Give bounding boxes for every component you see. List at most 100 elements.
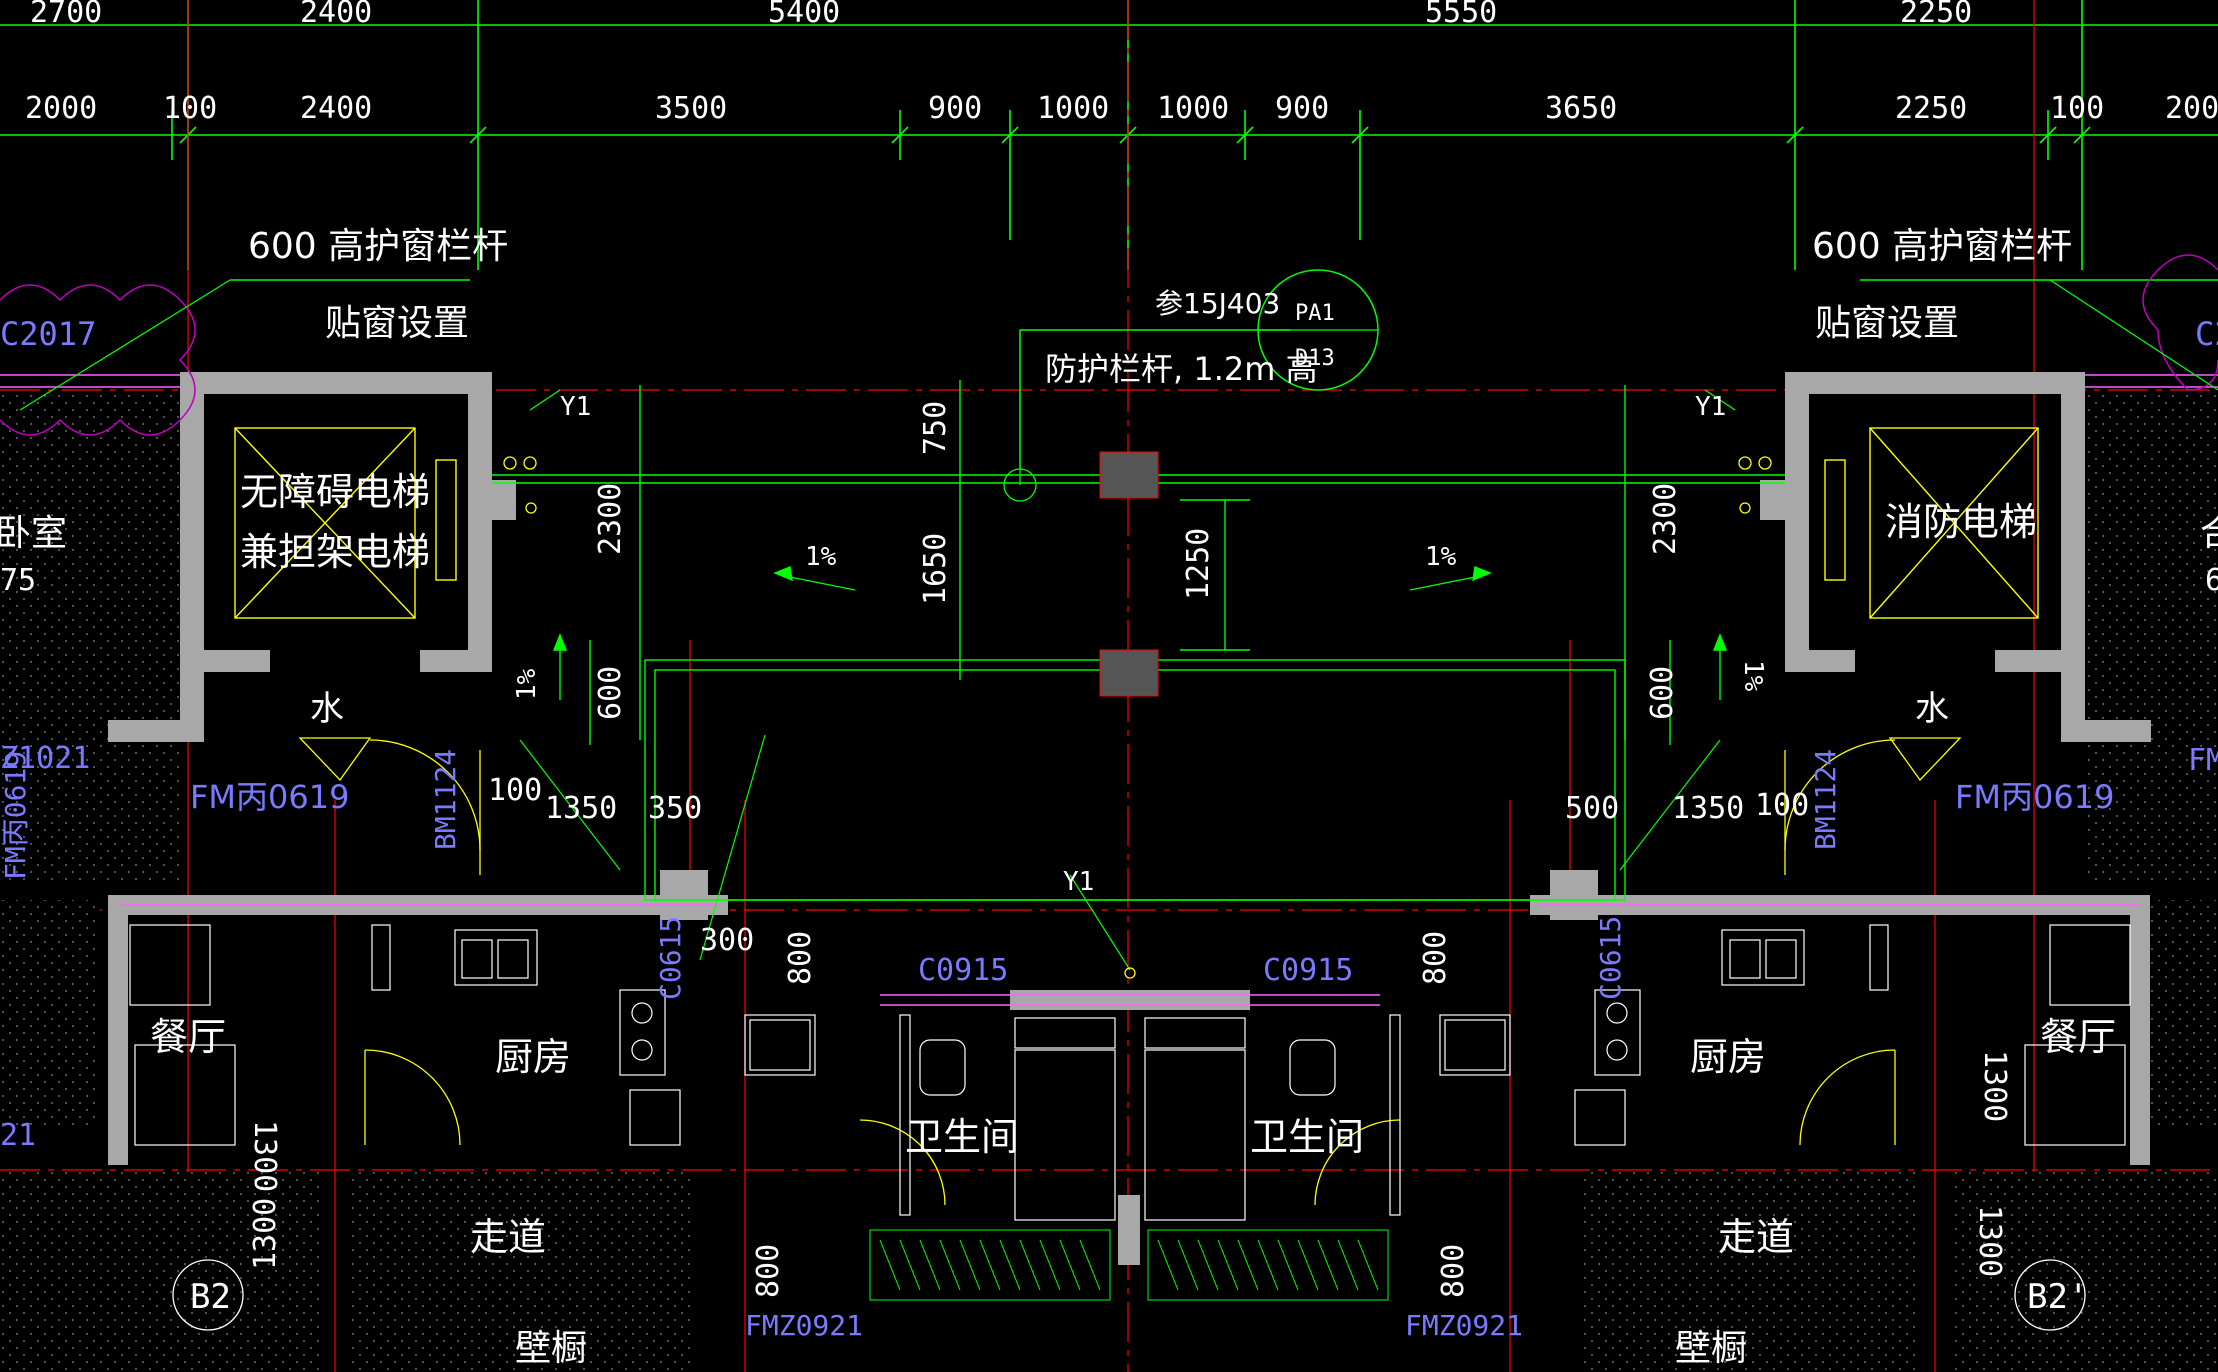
room-frag-right-num: 6 <box>2205 563 2218 598</box>
room-water-left: 水 <box>310 689 344 729</box>
label-y1-right: Y1 <box>1695 392 1726 422</box>
tile-strip <box>869 1229 1389 1301</box>
dim-top-5: 2250 <box>1900 0 1972 30</box>
note-rail-left-2: 贴窗设置 <box>325 303 469 344</box>
vdim-1300-c: 1300 <box>248 1198 283 1270</box>
label-y1-center: Y1 <box>1063 867 1094 897</box>
label-fm-right: FM丙0619 <box>1955 778 2114 816</box>
label-c2-right: C2 <box>2195 315 2218 353</box>
vdim-800-b: 800 <box>1418 931 1453 985</box>
room-elevator-left-2: 兼担架电梯 <box>240 530 430 574</box>
symbol-d13: D13 <box>1295 346 1335 371</box>
dim-top-2: 2400 <box>300 0 372 30</box>
note-guard: 防护栏杆, 1.2m 高 <box>1045 350 1318 388</box>
room-elevator-left-1: 无障碍电梯 <box>240 470 430 514</box>
slope-3: 1% <box>512 668 542 700</box>
label-c0915-right: C0915 <box>1263 953 1353 988</box>
room-kitchen-right: 厨房 <box>1690 1035 1766 1079</box>
dim-2-11: 100 <box>2050 91 2104 126</box>
dim-top-3: 5400 <box>768 0 840 30</box>
vdim-750: 750 <box>918 401 953 455</box>
vdim-2300-left: 2300 <box>593 483 628 555</box>
hdim-500: 500 <box>1565 791 1619 826</box>
elevator-right-car <box>1824 427 2039 619</box>
vdim-600-left: 600 <box>593 666 628 720</box>
room-corridor-right: 走道 <box>1718 1215 1794 1259</box>
dimension-lines <box>0 0 2218 270</box>
room-closet-right: 壁橱 <box>1675 1328 1747 1369</box>
label-c2017: C2017 <box>0 315 96 353</box>
bathroom-fixtures <box>744 1014 1511 1221</box>
label-fmz-left: FMZ0921 <box>745 1309 863 1342</box>
room-dining-left: 餐厅 <box>150 1015 226 1059</box>
vdim-800-a: 800 <box>783 931 818 985</box>
label-fm-left: FM丙0619 <box>190 778 349 816</box>
label-b2: B2 <box>190 1277 231 1317</box>
dim-2-2: 100 <box>163 91 217 126</box>
hdim-100-right: 100 <box>1755 788 1809 823</box>
vdim-800-c: 800 <box>751 1244 786 1298</box>
drain-symbols <box>172 269 2086 1331</box>
room-dining-right: 餐厅 <box>2040 1015 2116 1059</box>
leader-lines <box>19 279 2218 971</box>
room-bath-left: 卫生间 <box>905 1115 1019 1159</box>
hdim-100-left: 100 <box>488 773 542 808</box>
slope-1: 1% <box>805 542 837 572</box>
dim-2-1: 2000 <box>25 91 97 126</box>
hdim-1350-left: 1350 <box>545 791 617 826</box>
slope-arrows <box>552 566 1728 700</box>
vdim-800-d: 800 <box>1436 1244 1471 1298</box>
label-left-edge-num: 21 <box>0 1118 36 1153</box>
label-z1021: Z1021 <box>0 741 90 776</box>
dim-2-10: 2250 <box>1895 91 1967 126</box>
vertical-dims: 2300 2300 600 600 750 1650 1250 800 800 … <box>247 401 2012 1298</box>
slope-4: 1% <box>1738 660 1768 692</box>
opening-labels: FM丙0619 FM丙0619 C0915 C0915 C2017 C2 FM … <box>0 315 2218 1342</box>
dim-2-5: 900 <box>928 91 982 126</box>
slope-2: 1% <box>1425 542 1457 572</box>
dim-2-3: 2400 <box>300 91 372 126</box>
revision-clouds <box>0 254 2218 436</box>
room-frag-left-num: 75 <box>0 563 36 598</box>
hdim-350: 350 <box>648 791 702 826</box>
label-c0915-left: C0915 <box>918 953 1008 988</box>
vdim-1300-a: 1300 <box>247 1120 282 1192</box>
column-hatch <box>1099 451 1159 697</box>
room-bath-right: 卫生间 <box>1250 1115 1364 1159</box>
note-ref: 参15J403 <box>1155 287 1280 320</box>
door-swings <box>298 737 1962 1206</box>
horizontal-dims: 100 1350 350 500 1350 100 300 <box>488 773 1809 958</box>
room-frag-right: 合 <box>2200 513 2218 554</box>
vdim-1300-d: 1300 <box>1972 1205 2007 1277</box>
dim-top-1: 2700 <box>30 0 102 30</box>
label-fmz-right: FMZ0921 <box>1405 1309 1523 1342</box>
kitchen-fixtures <box>129 924 2131 1146</box>
window-lines <box>0 374 2218 1006</box>
room-water-right: 水 <box>1915 689 1949 729</box>
hatched-regions <box>0 395 2218 1372</box>
note-rail-right-1: 600 高护窗栏杆 <box>1812 226 2072 267</box>
label-c0615-left: C0615 <box>654 916 687 1000</box>
label-y1-left: Y1 <box>560 392 591 422</box>
slope-labels: 1% 1% 1% 1% <box>512 542 1768 700</box>
note-rail-right-2: 贴窗设置 <box>1815 303 1959 344</box>
hdim-300: 300 <box>700 923 754 958</box>
dim-2-6: 1000 <box>1037 91 1109 126</box>
label-fm0619-edge: FM丙0619 <box>0 751 32 880</box>
label-b2-prime: B2' <box>2027 1277 2088 1317</box>
dim-2-8: 900 <box>1275 91 1329 126</box>
room-closet-left: 壁橱 <box>515 1328 587 1369</box>
room-elevator-right: 消防电梯 <box>1885 500 2037 544</box>
vdim-1250: 1250 <box>1181 528 1216 600</box>
room-frag-left: 卧室 <box>0 513 67 554</box>
vdim-600-right: 600 <box>1645 666 1680 720</box>
symbol-pa1: PA1 <box>1295 301 1335 326</box>
note-rail-left-1: 600 高护窗栏杆 <box>248 226 508 267</box>
dim-2-7: 1000 <box>1157 91 1229 126</box>
dim-2-9: 3650 <box>1545 91 1617 126</box>
dim-top-4: 5550 <box>1425 0 1497 30</box>
vdim-1650: 1650 <box>918 533 953 605</box>
